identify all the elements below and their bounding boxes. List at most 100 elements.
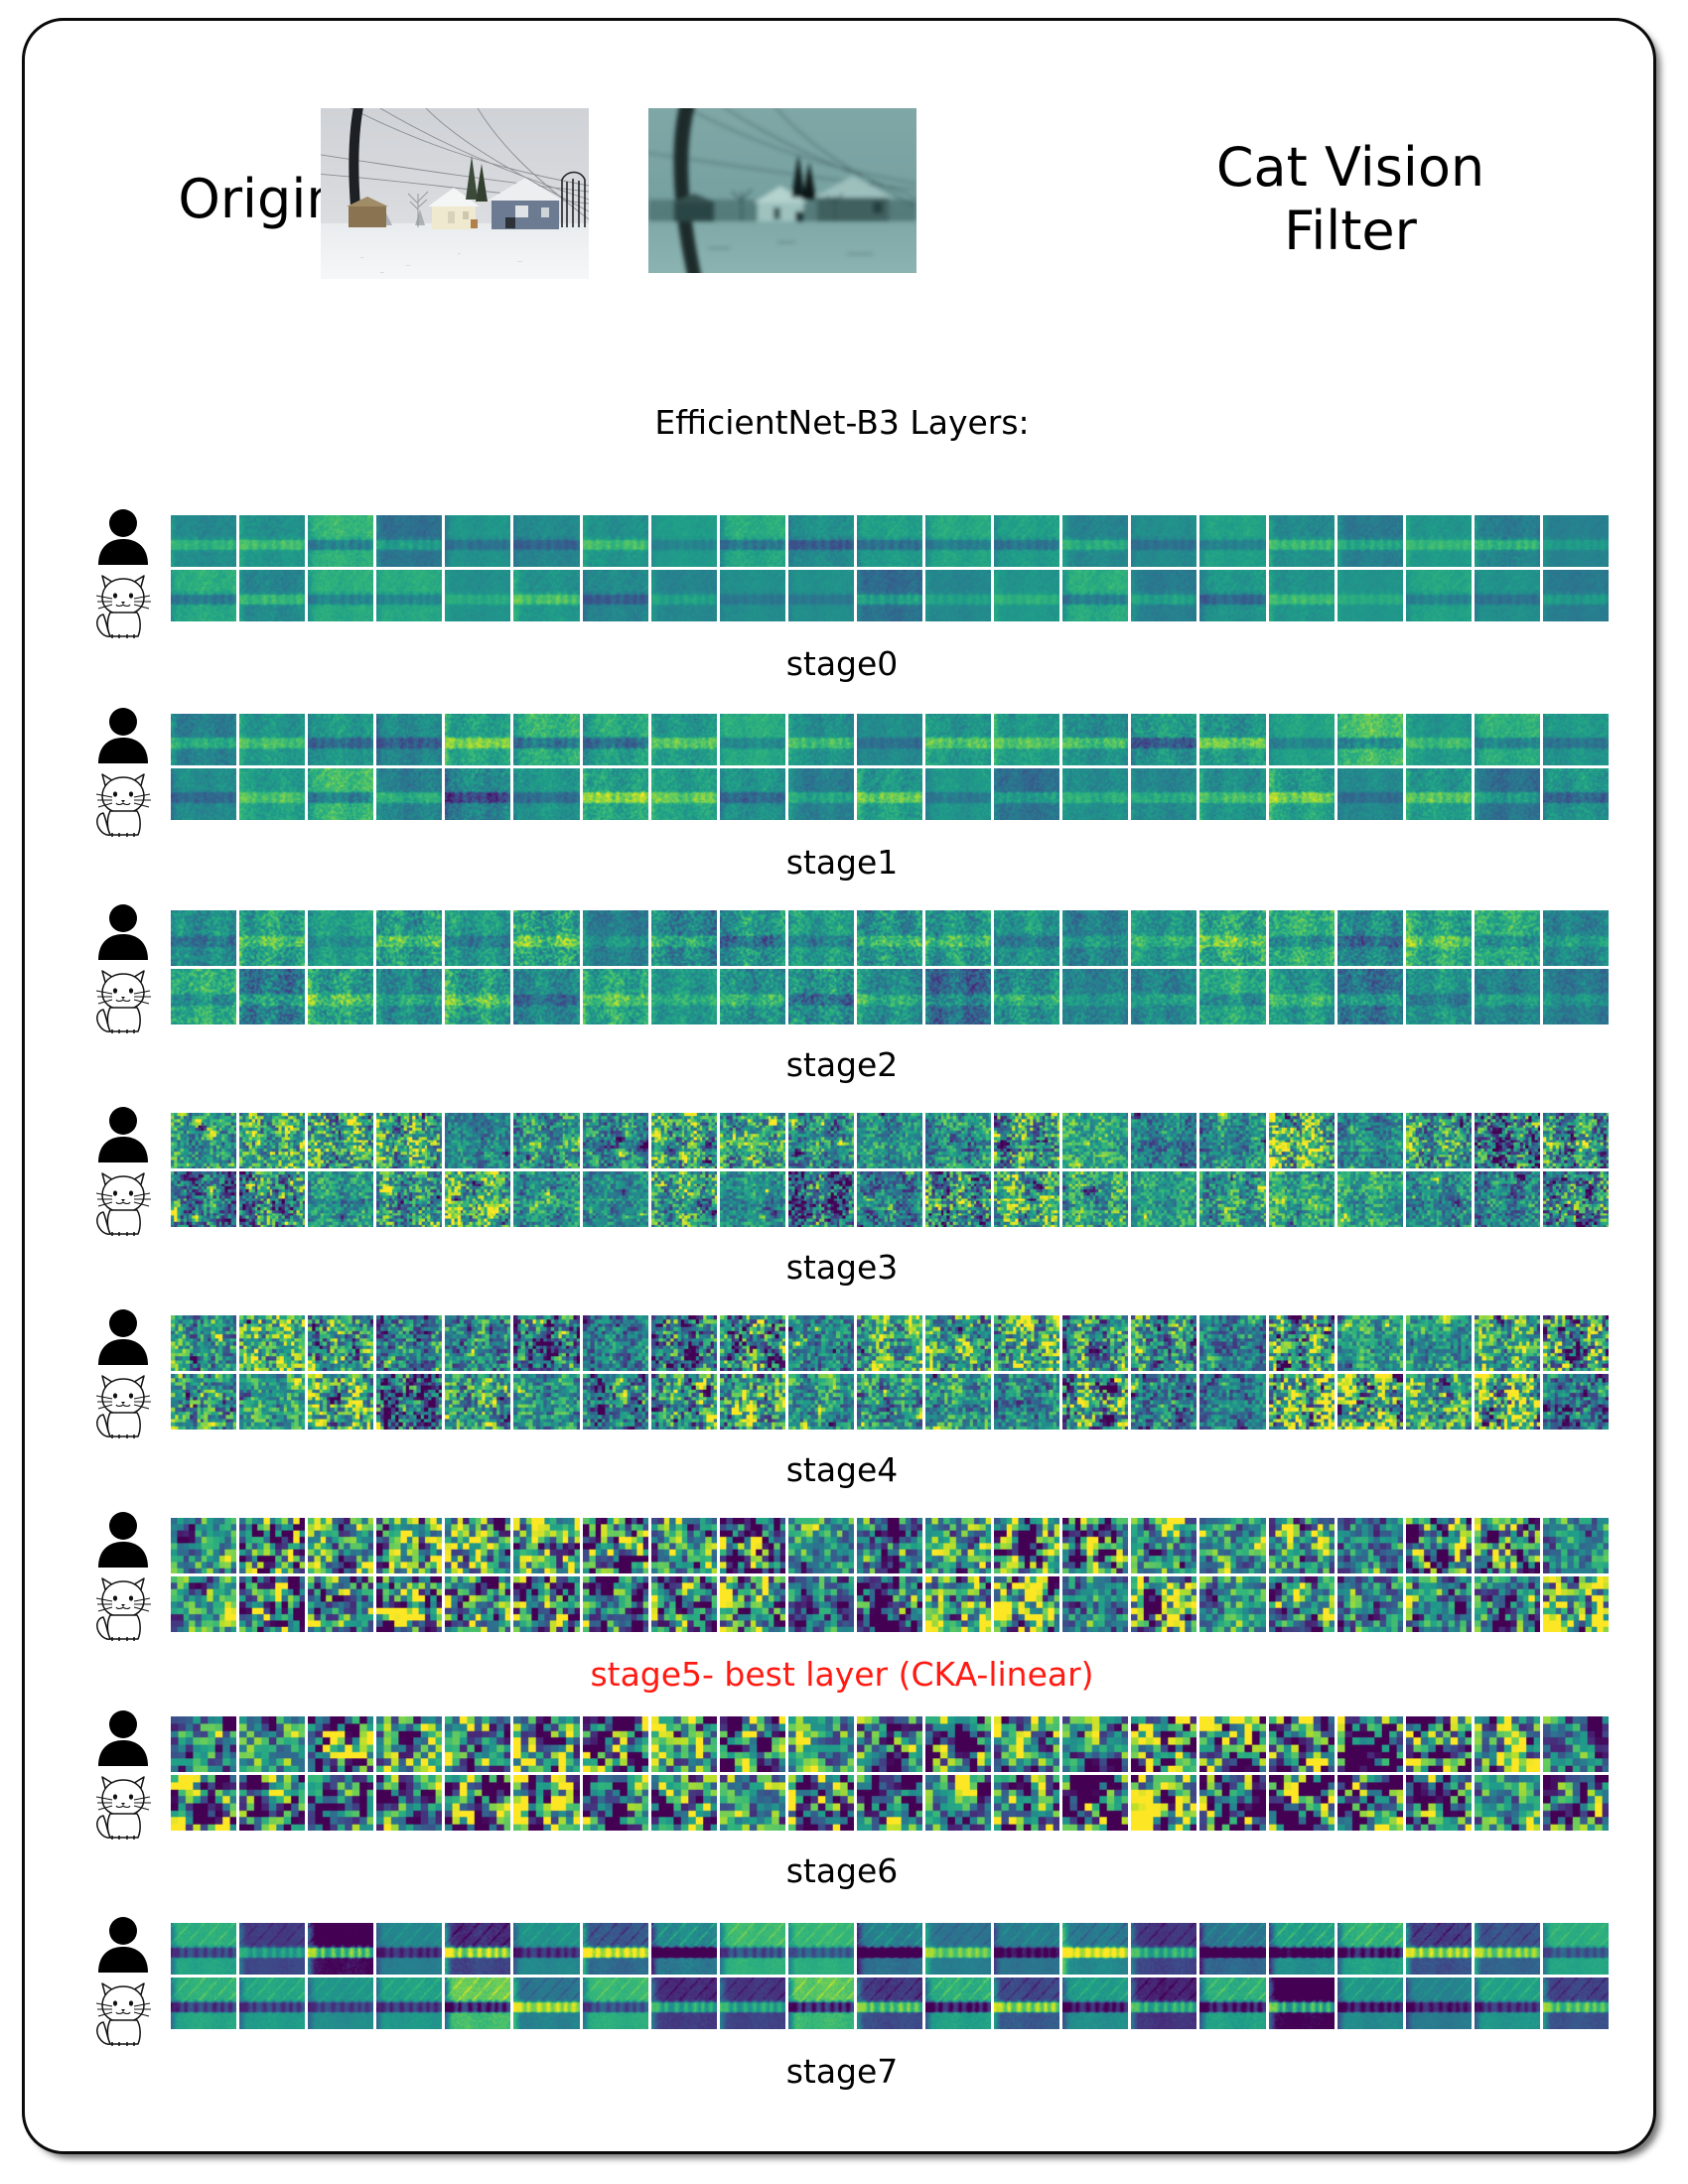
feature-map-tile	[1336, 910, 1403, 966]
feature-map-tile	[1062, 1374, 1129, 1430]
feature-map-tile	[513, 768, 580, 820]
feature-map-tile	[856, 1775, 923, 1831]
feature-map-tile	[445, 768, 511, 820]
cat-icon	[86, 1571, 162, 1643]
feature-map-tile	[582, 1716, 648, 1772]
feature-map-tile	[1268, 768, 1335, 820]
feature-map-tile	[582, 1978, 648, 2029]
feature-map-tile	[856, 515, 923, 567]
feature-map-row-cat	[171, 969, 1609, 1024]
feature-map-tile	[1542, 1716, 1609, 1772]
feature-map-tile	[1199, 1113, 1266, 1168]
feature-map-tile	[1405, 714, 1472, 765]
feature-map-tile	[513, 1374, 580, 1430]
feature-map-tile	[445, 1576, 511, 1632]
feature-map-tile	[1474, 570, 1540, 621]
feature-map-tile	[719, 1576, 785, 1632]
feature-map-grid-stage1	[171, 714, 1609, 820]
feature-map-tile	[445, 910, 511, 966]
feature-map-tile	[308, 714, 374, 765]
feature-map-tile	[1268, 910, 1335, 966]
feature-map-tile	[1336, 1716, 1403, 1772]
person-icon	[94, 902, 152, 960]
feature-map-tile	[1474, 1315, 1540, 1371]
feature-map-tile	[1131, 1171, 1197, 1227]
feature-map-tile	[1268, 515, 1335, 567]
feature-map-tile	[513, 910, 580, 966]
feature-map-tile	[1336, 1978, 1403, 2029]
feature-map-tile	[994, 1518, 1060, 1573]
stage-caption-stage2: stage2	[785, 1045, 899, 1084]
feature-map-tile	[445, 1171, 511, 1227]
feature-map-row-human	[171, 910, 1609, 966]
feature-map-tile	[1062, 1576, 1129, 1632]
cat-icon	[86, 767, 162, 839]
feature-map-tile	[513, 570, 580, 621]
feature-map-tile	[856, 1518, 923, 1573]
feature-map-tile	[1336, 1923, 1403, 1975]
feature-map-tile	[1542, 1923, 1609, 1975]
feature-map-tile	[1474, 515, 1540, 567]
feature-map-tile	[171, 1374, 237, 1430]
feature-map-tile	[925, 515, 992, 567]
feature-map-tile	[1405, 1978, 1472, 2029]
feature-map-tile	[308, 910, 374, 966]
feature-map-tile	[650, 969, 717, 1024]
feature-map-tile	[445, 1716, 511, 1772]
feature-map-tile	[787, 1923, 854, 1975]
feature-map-tile	[925, 1775, 992, 1831]
feature-map-tile	[308, 1978, 374, 2029]
feature-map-tile	[239, 714, 306, 765]
feature-map-tile	[925, 1113, 992, 1168]
feature-map-tile	[1336, 1315, 1403, 1371]
feature-map-tile	[376, 1775, 443, 1831]
feature-map-tile	[994, 1775, 1060, 1831]
slide-frame: Original	[22, 18, 1656, 2154]
feature-map-tile	[994, 1923, 1060, 1975]
feature-map-tile	[239, 1716, 306, 1772]
feature-map-tile	[513, 1113, 580, 1168]
feature-map-tile	[650, 1113, 717, 1168]
feature-map-tile	[856, 1113, 923, 1168]
feature-map-grid-stage7	[171, 1923, 1609, 2029]
feature-map-tile	[513, 714, 580, 765]
feature-map-tile	[1405, 1113, 1472, 1168]
feature-map-tile	[650, 910, 717, 966]
feature-map-tile	[1474, 1518, 1540, 1573]
feature-map-tile	[1131, 1716, 1197, 1772]
feature-map-tile	[925, 1978, 992, 2029]
feature-map-tile	[1268, 1518, 1335, 1573]
feature-map-tile	[445, 515, 511, 567]
feature-map-tile	[445, 1923, 511, 1975]
feature-map-tile	[650, 714, 717, 765]
person-icon	[94, 1915, 152, 1973]
feature-map-tile	[925, 1374, 992, 1430]
feature-map-tile	[445, 1113, 511, 1168]
feature-map-tile	[582, 1315, 648, 1371]
feature-map-tile	[1199, 515, 1266, 567]
feature-map-tile	[787, 910, 854, 966]
feature-map-tile	[308, 515, 374, 567]
feature-map-tile	[1542, 1518, 1609, 1573]
feature-map-tile	[1268, 714, 1335, 765]
feature-map-tile	[719, 1315, 785, 1371]
person-icon	[94, 1105, 152, 1162]
feature-map-tile	[171, 1923, 237, 1975]
feature-map-tile	[1336, 1775, 1403, 1831]
feature-map-tile	[787, 1775, 854, 1831]
feature-map-tile	[1268, 1923, 1335, 1975]
feature-map-tile	[719, 1716, 785, 1772]
feature-map-tile	[1199, 1374, 1266, 1430]
feature-map-tile	[1268, 1716, 1335, 1772]
feature-map-tile	[925, 570, 992, 621]
feature-map-tile	[1268, 1775, 1335, 1831]
feature-map-tile	[1542, 1978, 1609, 2029]
feature-map-tile	[376, 1315, 443, 1371]
feature-map-tile	[719, 570, 785, 621]
feature-map-tile	[1199, 969, 1266, 1024]
feature-map-tile	[1062, 714, 1129, 765]
feature-map-tile	[994, 714, 1060, 765]
feature-map-tile	[513, 1518, 580, 1573]
feature-map-tile	[239, 768, 306, 820]
feature-map-tile	[171, 714, 237, 765]
